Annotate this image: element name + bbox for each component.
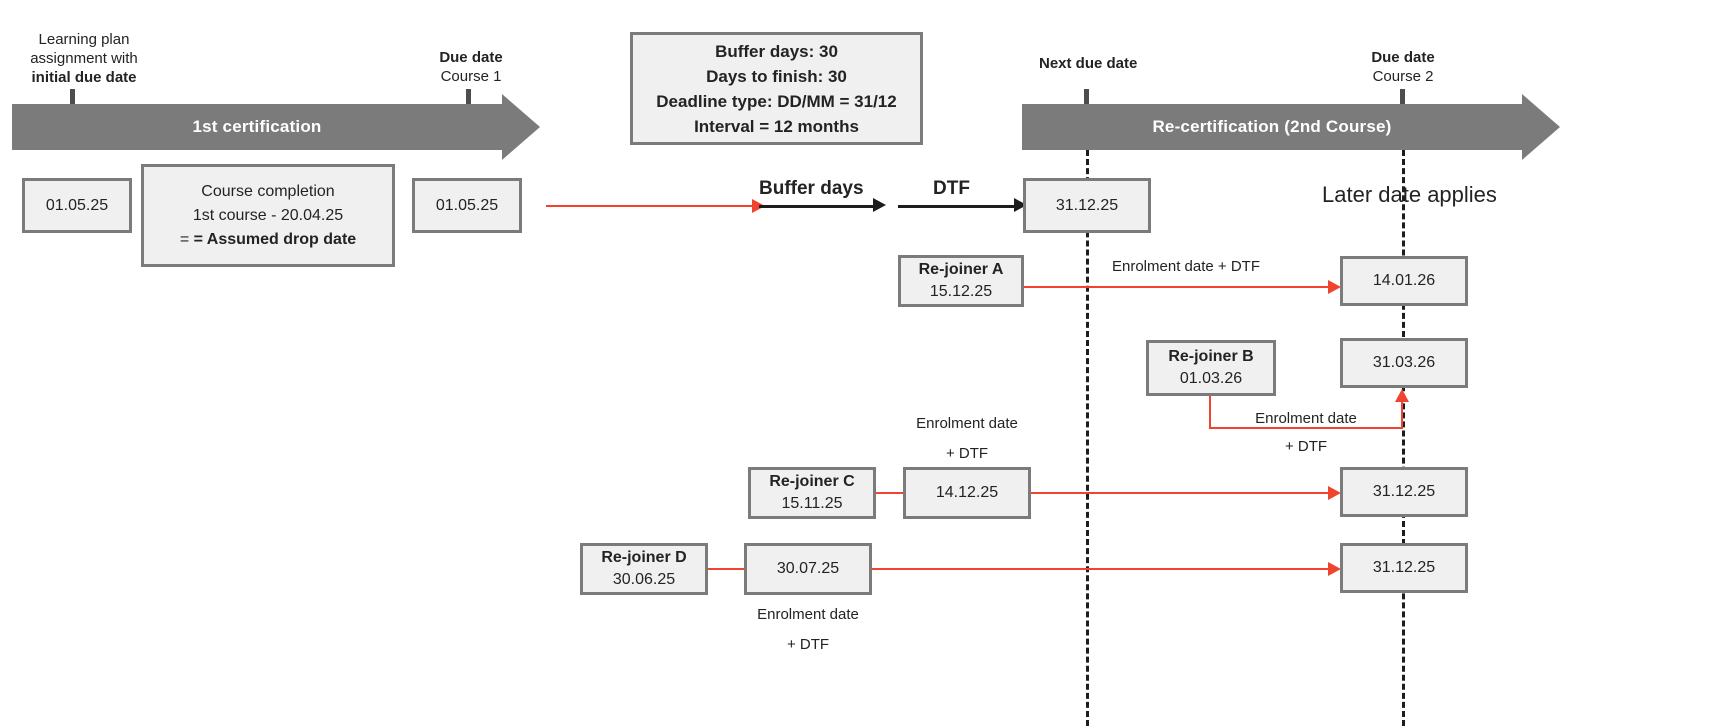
rejoiner-d-name: Re-joiner D xyxy=(601,549,687,566)
course-completion-line1: Course completion xyxy=(201,182,335,200)
timeline-re-certification-label: Re-certification (2nd Course) xyxy=(1152,117,1392,136)
label-rejoiner-c-formula-line2: + DTF xyxy=(945,445,989,462)
guide-next-due-date xyxy=(1086,150,1089,726)
connector-buffer-days-arrowhead xyxy=(873,198,886,212)
course-completion-line3-wrap: = = Assumed drop date xyxy=(180,228,356,252)
rule-days-to-finish: Days to finish: 30 xyxy=(706,66,847,86)
course-completion-line3: = Assumed drop date xyxy=(193,230,357,248)
rejoiner-a-name: Re-joiner A xyxy=(918,261,1004,278)
label-rejoiner-d-formula-line2: + DTF xyxy=(786,636,830,653)
timeline-tick-next-due-date xyxy=(1084,89,1089,115)
connector-rejoiner-c-arrowhead xyxy=(1328,486,1341,500)
box-rejoiner-d-mid: 30.07.25 xyxy=(744,543,872,595)
label-rejoiner-c-formula-line1: Enrolment date xyxy=(916,415,1018,432)
box-rejoiner-a: Re-joiner A 15.12.25 xyxy=(898,255,1024,307)
box-rejoiner-c-mid: 14.12.25 xyxy=(903,467,1031,519)
due-date-course1-annotation: Due date Course 1 xyxy=(412,48,530,86)
connector-rejoiner-c-short xyxy=(876,492,904,494)
box-initial-due-date-value: 01.05.25 xyxy=(45,196,109,214)
label-rejoiner-b-formula-line1: Enrolment date xyxy=(1255,410,1357,427)
box-initial-due-date: 01.05.25 xyxy=(22,178,132,233)
box-due-date-course1: 01.05.25 xyxy=(412,178,522,233)
connector-rejoiner-d-arrowhead xyxy=(1328,562,1341,576)
label-later-date-applies: Later date applies xyxy=(1322,182,1497,207)
connector-rejoiner-b-segment-down xyxy=(1209,396,1211,428)
connector-rejoiner-b-arrowhead xyxy=(1395,389,1409,402)
label-rejoiner-d-formula-line1: Enrolment date xyxy=(757,606,859,623)
rejoiner-d-mid-value: 30.07.25 xyxy=(776,560,840,577)
connector-rejoiner-b-segment-right xyxy=(1209,427,1403,429)
label-rejoiner-b-formula: Enrolment date + DTF xyxy=(1240,405,1372,461)
connector-rejoiner-d-short xyxy=(708,568,744,570)
timeline-tick-due-date-course2 xyxy=(1400,89,1405,115)
timeline-tick-learning-plan xyxy=(70,89,75,115)
due-date-course2-line1: Due date xyxy=(1371,49,1435,66)
due-date-course1-line1: Due date xyxy=(439,49,503,66)
timeline-first-certification-label: 1st certification xyxy=(192,117,322,136)
course-completion-line2: 1st course - 20.04.25 xyxy=(192,206,344,224)
due-date-course2-annotation: Due date Course 2 xyxy=(1344,48,1462,86)
box-course-completion: Course completion 1st course - 20.04.25 … xyxy=(141,164,395,267)
timeline-re-certification-arrowhead xyxy=(1522,94,1560,160)
connector-rejoiner-b-segment-up xyxy=(1401,400,1403,428)
box-rejoiner-b: Re-joiner B 01.03.26 xyxy=(1146,340,1276,396)
box-rejoiner-d: Re-joiner D 30.06.25 xyxy=(580,543,708,595)
connector-dropdate-to-buffer xyxy=(546,205,754,207)
due-date-course1-line2: Course 1 xyxy=(440,68,502,85)
rejoiner-c-mid-value: 14.12.25 xyxy=(935,484,999,501)
connector-rejoiner-a xyxy=(1024,286,1334,288)
connector-dtf xyxy=(898,205,1016,208)
box-rejoiner-d-result: 31.12.25 xyxy=(1340,543,1468,593)
course-completion-eq: = xyxy=(179,230,194,248)
rejoiner-b-result-value: 31.03.26 xyxy=(1372,354,1436,371)
connector-buffer-days xyxy=(759,205,875,208)
rule-interval: Interval = 12 months xyxy=(694,116,859,136)
connector-rejoiner-d xyxy=(872,568,1334,570)
box-rejoiner-c-result: 31.12.25 xyxy=(1340,467,1468,517)
label-rejoiner-d-formula: Enrolment date + DTF xyxy=(742,600,874,660)
rejoiner-c-name: Re-joiner C xyxy=(769,473,855,490)
connector-rejoiner-c xyxy=(1031,492,1334,494)
box-due-date-course1-value: 01.05.25 xyxy=(435,196,499,214)
label-rejoiner-a-formula: Enrolment date + DTF xyxy=(1112,258,1260,275)
rule-deadline-type: Deadline type: DD/MM = 31/12 xyxy=(656,91,897,111)
box-rejoiner-a-result: 14.01.26 xyxy=(1340,256,1468,306)
learning-plan-line2: assignment with xyxy=(30,50,138,67)
rule-buffer-days: Buffer days: 30 xyxy=(715,41,838,61)
label-dtf: DTF xyxy=(933,178,970,199)
guide-due-date-course2 xyxy=(1402,150,1405,726)
rejoiner-b-date: 01.03.26 xyxy=(1179,370,1243,387)
timeline-re-certification: Re-certification (2nd Course) xyxy=(1022,94,1562,160)
box-next-due-date-value: 31.12.25 xyxy=(1023,178,1151,233)
due-date-course2-line2: Course 2 xyxy=(1372,68,1434,85)
connector-rejoiner-a-arrowhead xyxy=(1328,280,1341,294)
label-buffer-days: Buffer days xyxy=(759,178,864,199)
box-rejoiner-c: Re-joiner C 15.11.25 xyxy=(748,467,876,519)
connector-dropdate-to-buffer-arrowhead xyxy=(752,199,765,213)
learning-plan-line1: Learning plan xyxy=(38,31,130,48)
timeline-tick-due-date-course1 xyxy=(466,89,471,115)
label-next-due-date: Next due date xyxy=(1039,55,1138,72)
rejoiner-d-result-value: 31.12.25 xyxy=(1372,559,1436,576)
label-rejoiner-b-formula-line2: + DTF xyxy=(1284,438,1328,455)
rejoiner-b-name: Re-joiner B xyxy=(1168,348,1254,365)
next-due-date-value: 31.12.25 xyxy=(1055,196,1119,214)
box-rejoiner-b-result: 31.03.26 xyxy=(1340,338,1468,388)
rejoiner-d-date: 30.06.25 xyxy=(612,571,676,588)
label-rejoiner-c-formula: Enrolment date + DTF xyxy=(901,409,1033,469)
box-rule-parameters: Buffer days: 30 Days to finish: 30 Deadl… xyxy=(630,32,923,145)
timeline-first-certification: 1st certification xyxy=(12,94,542,160)
timeline-first-certification-arrowhead xyxy=(502,94,540,160)
rejoiner-c-date: 15.11.25 xyxy=(781,495,843,512)
rejoiner-a-result-value: 14.01.26 xyxy=(1372,272,1436,289)
rejoiner-a-date: 15.12.25 xyxy=(929,283,993,300)
rejoiner-c-result-value: 31.12.25 xyxy=(1372,483,1436,500)
learning-plan-annotation: Learning plan assignment with initial du… xyxy=(24,30,144,87)
learning-plan-line3: initial due date xyxy=(31,69,137,86)
